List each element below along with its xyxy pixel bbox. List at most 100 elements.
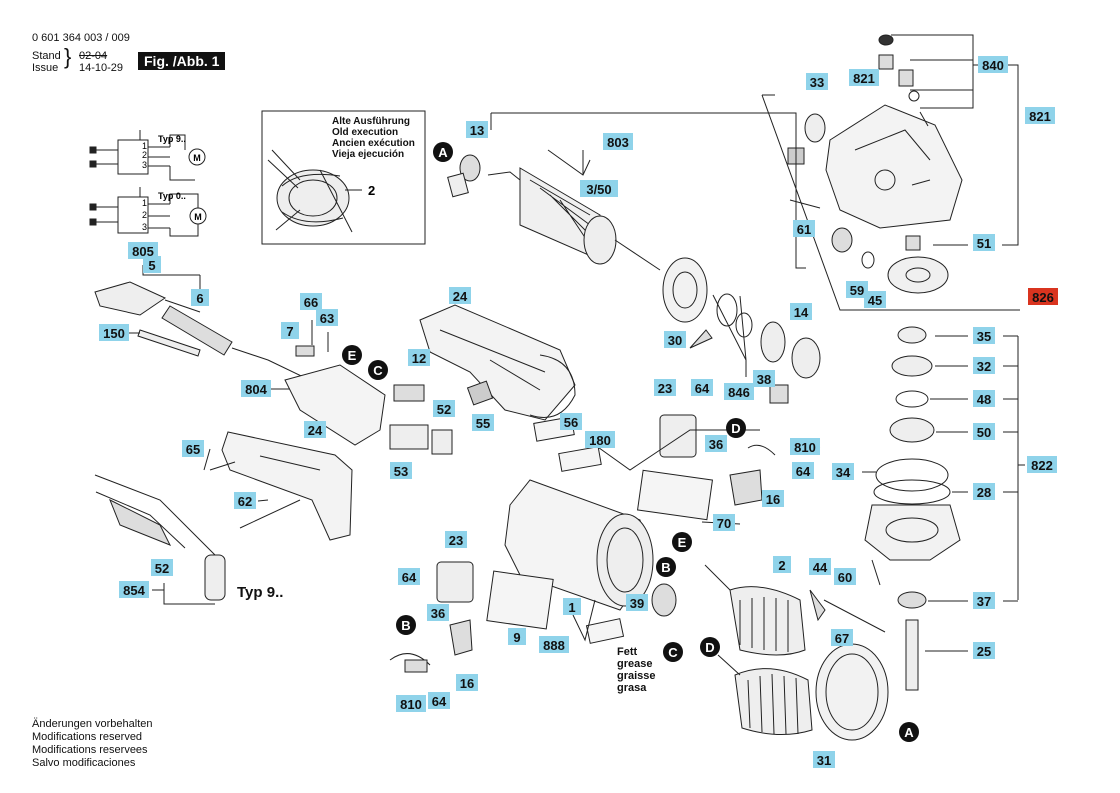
inset-old-execution: Alte Ausführung Old execution Ancien exé…: [332, 116, 415, 160]
part-label-30: 30: [664, 331, 686, 348]
svg-text:12: 12: [412, 351, 426, 366]
part-label-64: 64: [691, 379, 713, 396]
part-label-180: 180: [585, 431, 615, 448]
figure-label: Fig. /Abb. 1: [138, 52, 226, 70]
svg-text:B: B: [661, 560, 670, 575]
armature: [447, 154, 821, 404]
svg-text:63: 63: [320, 311, 334, 326]
modification-notes: Änderungen vorbehalten Modifications res…: [32, 718, 152, 770]
part-label-63: 63: [316, 309, 338, 326]
issue-label: Issue: [32, 62, 59, 74]
part-label-888: 888: [539, 636, 569, 653]
marker-B: B: [396, 615, 416, 635]
svg-text:888: 888: [543, 638, 565, 653]
svg-text:1: 1: [568, 600, 575, 615]
inset-line-fr: Ancien exécution: [332, 138, 415, 149]
svg-text:48: 48: [977, 392, 991, 407]
motor-housing: [389, 414, 776, 673]
part-label-38: 38: [753, 370, 775, 387]
wiring-diagram-typ-9: [89, 130, 206, 181]
wiring-diagram-typ-0: [89, 187, 207, 237]
svg-text:5: 5: [148, 258, 155, 273]
inset-line-es: Vieja ejecución: [332, 149, 405, 160]
part-label-64: 64: [792, 462, 814, 479]
motor-symbol-0: M: [193, 153, 201, 163]
svg-text:3/50: 3/50: [586, 182, 611, 197]
motor-symbol-1: M: [194, 212, 202, 222]
svg-text:34: 34: [836, 465, 851, 480]
part-label-28: 28: [973, 483, 995, 500]
svg-text:30: 30: [668, 333, 682, 348]
svg-text:6: 6: [196, 291, 203, 306]
svg-text:810: 810: [794, 440, 816, 455]
part-label-70: 70: [713, 514, 735, 531]
svg-text:854: 854: [123, 583, 145, 598]
svg-text:39: 39: [630, 596, 644, 611]
svg-text:70: 70: [717, 516, 731, 531]
svg-text:2: 2: [778, 558, 785, 573]
terminal-label-1-1: 2: [142, 210, 147, 220]
part-label-840: 840: [978, 56, 1008, 73]
part-label-44: 44: [809, 558, 831, 575]
part-label-805: 805: [128, 242, 158, 259]
part-label-25: 25: [973, 642, 995, 659]
doc-number: 0 601 364 003 / 009: [32, 32, 130, 44]
terminal-label-1-0: 1: [142, 198, 147, 208]
part-label-39: 39: [626, 594, 648, 611]
svg-text:62: 62: [238, 494, 252, 509]
part-label-37: 37: [973, 592, 995, 609]
svg-text:23: 23: [449, 533, 463, 548]
part-label-7: 7: [281, 322, 299, 339]
part-label-52: 52: [151, 559, 173, 576]
part-label-56: 56: [560, 413, 582, 430]
part-label-52: 52: [433, 400, 455, 417]
part-label-24: 24: [449, 287, 471, 304]
part-label-36: 36: [705, 435, 727, 452]
svg-text:D: D: [705, 640, 714, 655]
svg-text:36: 36: [709, 437, 723, 452]
grease-note: Fett grease graisse grasa: [617, 646, 656, 694]
terminal-label-0-2: 3: [142, 160, 147, 170]
svg-text:9: 9: [513, 630, 520, 645]
part-label-51: 51: [973, 234, 995, 251]
svg-text:821: 821: [1029, 109, 1051, 124]
svg-text:64: 64: [432, 694, 447, 709]
part-label-846: 846: [724, 383, 754, 400]
svg-text:51: 51: [977, 236, 991, 251]
note-fr: Modifications reservees: [32, 744, 148, 756]
part-label-821: 821: [849, 69, 879, 86]
svg-text:846: 846: [728, 385, 750, 400]
svg-text:150: 150: [103, 326, 125, 341]
svg-text:C: C: [373, 363, 383, 378]
wiring-typ-9-label: Typ 9..: [158, 134, 186, 144]
note-de: Änderungen vorbehalten: [32, 718, 153, 730]
part-label-67: 67: [831, 629, 853, 646]
svg-text:32: 32: [977, 359, 991, 374]
part-label-826: 826: [1028, 288, 1058, 305]
part-label-150: 150: [99, 324, 129, 341]
part-label-35: 35: [973, 327, 995, 344]
inset-line-de: Alte Ausführung: [332, 116, 410, 127]
svg-text:64: 64: [695, 381, 710, 396]
marker-A: A: [433, 142, 453, 162]
cable-assembly-typ9: [94, 474, 226, 601]
svg-text:810: 810: [400, 697, 422, 712]
brace-icon: }: [64, 44, 72, 69]
svg-text:64: 64: [796, 464, 811, 479]
svg-text:E: E: [348, 348, 357, 363]
svg-text:803: 803: [607, 135, 629, 150]
grease-fr: graisse: [617, 670, 656, 682]
part-label-53: 53: [390, 462, 412, 479]
svg-text:14: 14: [794, 305, 809, 320]
stand-label: Stand: [32, 50, 61, 62]
switch-assembly: [284, 320, 494, 455]
svg-text:822: 822: [1031, 458, 1053, 473]
svg-text:16: 16: [766, 492, 780, 507]
svg-text:44: 44: [813, 560, 828, 575]
part-label-810: 810: [790, 438, 820, 455]
part-label-36: 36: [427, 604, 449, 621]
svg-text:840: 840: [982, 58, 1004, 73]
svg-text:16: 16: [460, 676, 474, 691]
